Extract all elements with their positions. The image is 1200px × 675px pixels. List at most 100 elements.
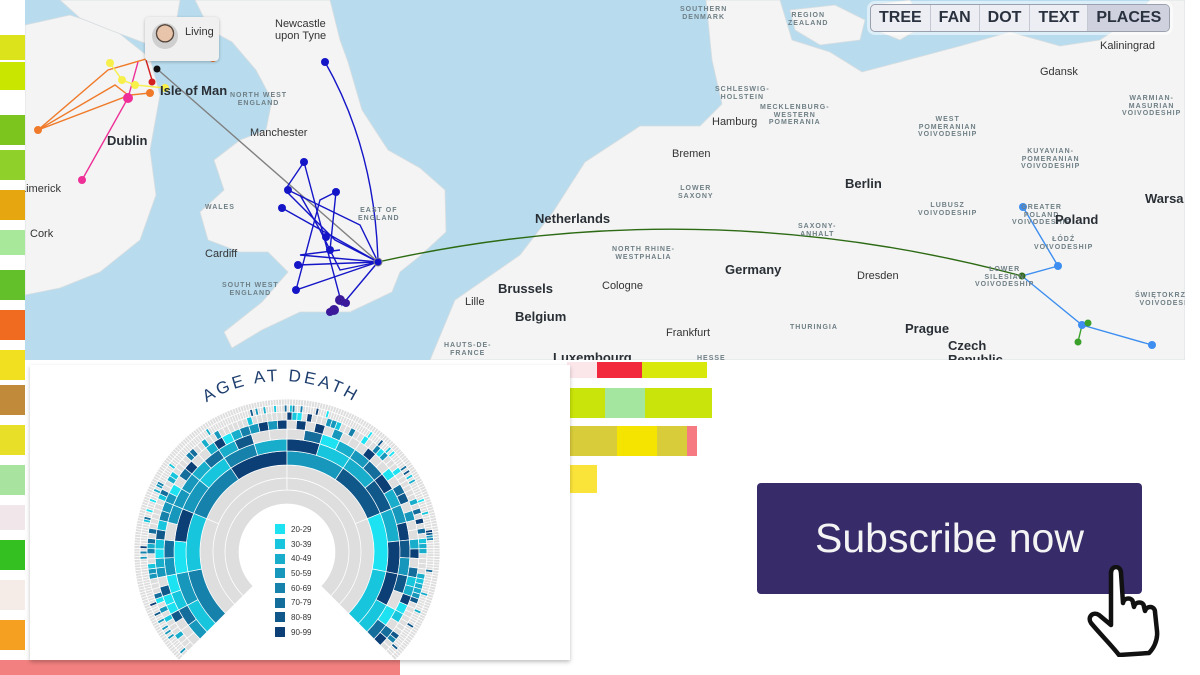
fan-segment xyxy=(271,412,278,422)
color-stripe xyxy=(567,465,597,493)
map-label-southern-denmark: SOUTHERN DENMARK xyxy=(680,6,728,21)
map-label-gdansk: Gdansk xyxy=(1040,66,1078,78)
fan-segment xyxy=(154,548,165,559)
map-label-dresden: Dresden xyxy=(857,270,899,282)
color-stripe xyxy=(0,540,25,570)
popup-label: Living xyxy=(185,26,214,38)
color-stripe xyxy=(605,388,645,418)
fan-segment xyxy=(267,419,279,431)
map-label-limerick: Limerick xyxy=(25,183,61,195)
tab-text[interactable]: TEXT xyxy=(1030,5,1089,31)
color-stripe xyxy=(567,362,597,378)
color-stripe xyxy=(642,362,707,378)
map-label-brussels: Brussels xyxy=(498,281,553,296)
map-label-schleswig: SCHLESWIG- HOLSTEIN xyxy=(715,86,770,101)
map-label-warsaw: Warsa xyxy=(1145,191,1184,206)
map-label-east-england: EAST OF ENGLAND xyxy=(358,207,400,222)
color-stripe xyxy=(0,270,25,300)
hand-pointer-cursor-icon xyxy=(1087,565,1160,657)
map-label-isle-of-man: Isle of Man xyxy=(160,83,228,98)
map-label-lower-saxony: LOWER SAXONY xyxy=(678,185,714,200)
legend-item: 70-79 xyxy=(275,595,311,610)
map-label-swietokrzyskie: ŚWIĘTOKRZYSK VOIVODESHIP xyxy=(1135,292,1185,307)
legend-label: 40-49 xyxy=(291,554,312,564)
map-label-germany: Germany xyxy=(725,262,782,277)
fan-segment xyxy=(154,557,166,569)
tab-places[interactable]: PLACES xyxy=(1088,5,1170,31)
color-stripe xyxy=(0,115,25,145)
fan-segment xyxy=(418,553,428,560)
legend-swatch xyxy=(275,524,285,535)
color-stripe xyxy=(0,660,400,675)
legend-swatch xyxy=(275,568,285,579)
map-label-poland: Poland xyxy=(1055,212,1099,227)
view-tabs: TREE FAN DOT TEXT PLACES xyxy=(870,4,1171,32)
legend-swatch xyxy=(275,612,285,623)
legend-item: 40-49 xyxy=(275,551,311,566)
map-label-dublin: Dublin xyxy=(107,133,148,148)
color-stripe xyxy=(597,362,642,378)
living-person-popup[interactable]: Living xyxy=(145,17,219,61)
map-label-wales: WALES xyxy=(205,204,235,211)
subscribe-now-button[interactable]: Subscribe now xyxy=(757,483,1142,594)
map-label-kaliningrad: Kaliningrad xyxy=(1100,40,1156,52)
map-label-cork: Cork xyxy=(30,228,54,240)
map-label-bremen: Bremen xyxy=(672,148,711,160)
fan-segment xyxy=(133,550,141,555)
fan-segment xyxy=(286,411,293,421)
color-stripe xyxy=(0,465,25,495)
fan-segment xyxy=(433,550,441,555)
person-photo-avatar xyxy=(152,23,178,49)
map-label-belgium: Belgium xyxy=(515,309,567,324)
map-label-czech: Czech Republic xyxy=(948,338,1003,360)
fan-segment xyxy=(390,653,398,660)
fan-segment xyxy=(418,543,428,550)
map-label-warmian: WARMIAN- MASURIAN VOIVODESHIP xyxy=(1122,95,1182,118)
legend-item: 50-59 xyxy=(275,566,311,581)
map-label-west-pomeranian: WEST POMERANIAN VOIVODESHIP xyxy=(918,116,978,139)
map-label-netherlands: Netherlands xyxy=(535,211,611,226)
color-stripe xyxy=(0,385,25,415)
legend-label: 50-59 xyxy=(291,568,312,578)
map-label-berlin: Berlin xyxy=(845,176,882,191)
map-label-sw-england: SOUTH WEST ENGLAND xyxy=(222,282,279,297)
fan-segment xyxy=(283,398,288,406)
color-stripe xyxy=(0,35,25,60)
place-markers[interactable] xyxy=(34,54,1156,349)
fan-segment xyxy=(385,540,401,575)
map-label-nrw: NORTH RHINE- WESTPHALIA xyxy=(612,246,675,261)
legend-swatch xyxy=(275,627,285,638)
legend-item: 90-99 xyxy=(275,625,311,640)
color-stripe xyxy=(0,505,25,530)
map-canvas[interactable] xyxy=(25,0,1185,360)
fan-segment xyxy=(283,404,288,413)
fan-segment xyxy=(281,411,288,421)
fan-segment xyxy=(418,548,428,555)
fan-segment xyxy=(268,428,288,441)
fan-segment xyxy=(286,419,298,430)
map-label-cologne: Cologne xyxy=(602,280,643,292)
color-stripe xyxy=(687,426,697,456)
map-label-lodz: ŁÓDŹ VOIVODESHIP xyxy=(1034,236,1094,251)
legend-swatch xyxy=(275,597,285,608)
map-label-manchester: Manchester xyxy=(250,127,308,139)
fan-segment xyxy=(407,529,419,541)
map-label-hesse: HESSE xyxy=(697,355,726,360)
legend-swatch xyxy=(275,553,285,564)
map-label-cardiff: Cardiff xyxy=(205,248,238,260)
legend-item: 20-29 xyxy=(275,522,311,537)
map-label-saxony-anhalt: SAXONY- ANHALT xyxy=(798,223,837,238)
tab-fan[interactable]: FAN xyxy=(931,5,980,31)
legend-swatch xyxy=(275,539,285,550)
fan-segment xyxy=(409,538,420,550)
tab-tree[interactable]: TREE xyxy=(871,5,931,31)
fan-segment xyxy=(146,558,156,565)
map-label-lille: Lille xyxy=(465,296,485,308)
map-label-mecklenburg: MECKLENBURG- WESTERN POMERANIA xyxy=(760,104,830,127)
tab-dot[interactable]: DOT xyxy=(980,5,1031,31)
fan-segment xyxy=(295,419,307,431)
legend-swatch xyxy=(275,583,285,594)
migration-routes xyxy=(37,54,1153,346)
